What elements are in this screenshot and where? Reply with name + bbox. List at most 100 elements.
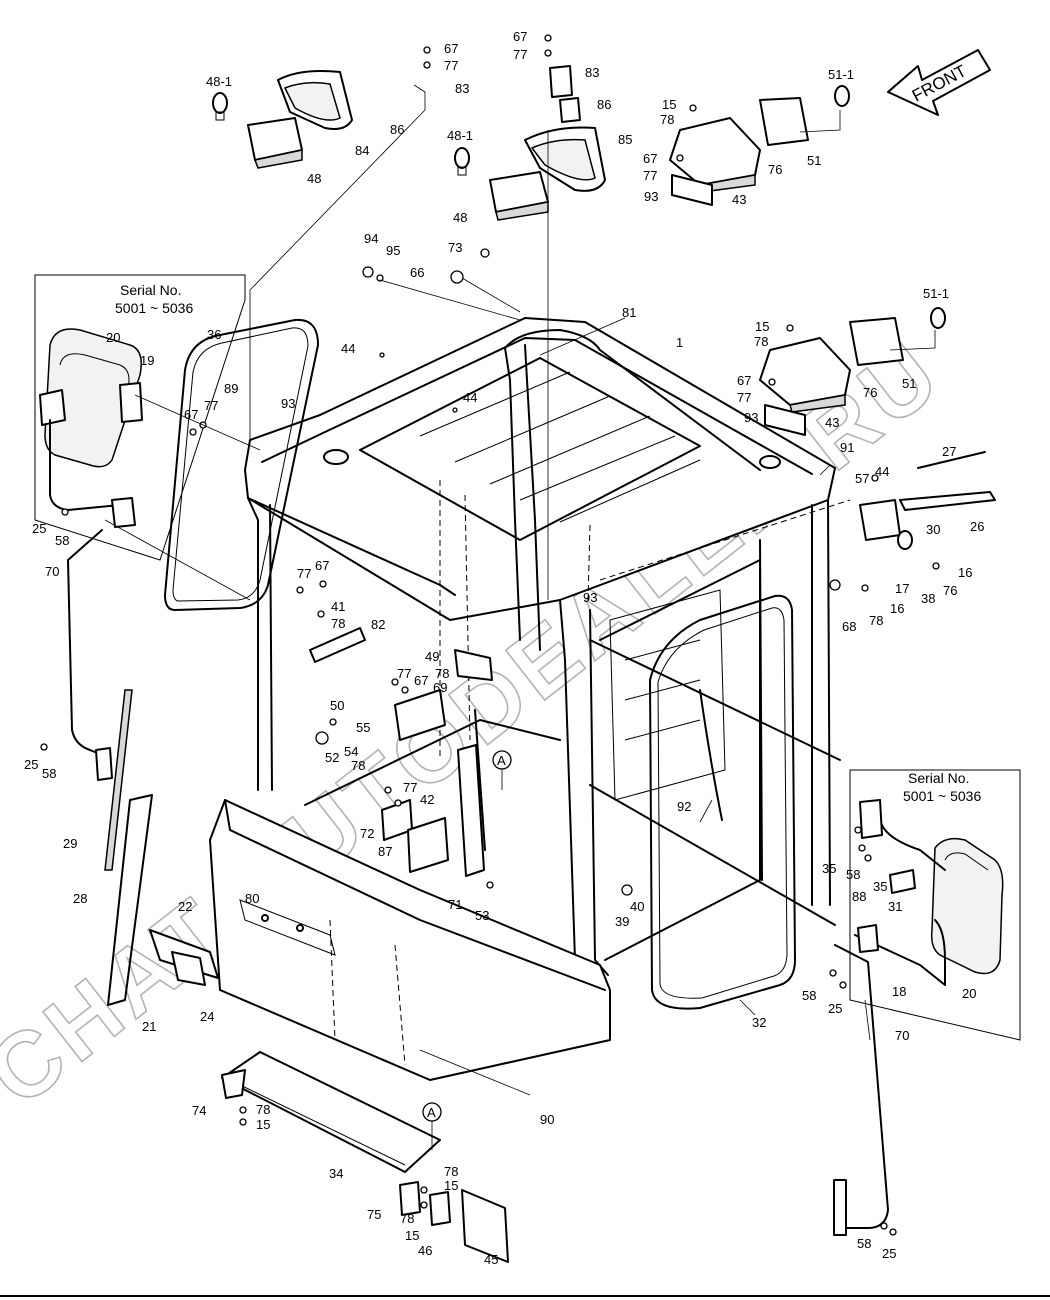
callout: 35 <box>822 861 836 876</box>
callout: 76 <box>863 385 877 400</box>
callout: 50 <box>330 698 344 713</box>
callout: 58 <box>802 988 816 1003</box>
callout: 15 <box>662 97 676 112</box>
callout: 67 <box>414 673 428 688</box>
callout: 67 <box>737 373 751 388</box>
callout: 87 <box>378 844 392 859</box>
callout: 86 <box>597 97 611 112</box>
callout: 1 <box>676 335 683 350</box>
callout: 78 <box>256 1102 270 1117</box>
callout: 20 <box>962 986 976 1001</box>
callout: 25 <box>882 1246 896 1261</box>
callout: 66 <box>410 265 424 280</box>
callout: 77 <box>204 398 218 413</box>
callout: 41 <box>331 599 345 614</box>
callout: 95 <box>386 243 400 258</box>
leader-lines <box>104 84 936 1096</box>
callout: 77 <box>403 780 417 795</box>
callout: 67 <box>184 407 198 422</box>
callout: 70 <box>45 564 59 579</box>
cab-frame <box>209 317 851 1081</box>
callout: 71 <box>448 897 462 912</box>
serial-note-right-line1: Serial No. <box>908 770 969 786</box>
callout: 35 <box>873 879 887 894</box>
callout: 16 <box>958 565 972 580</box>
callout: 77 <box>513 47 527 62</box>
callout: 40 <box>630 899 644 914</box>
callout: 58 <box>846 867 860 882</box>
serial-frame-left <box>34 274 246 561</box>
serial-note-left-line2: 5001 ~ 5036 <box>115 300 193 316</box>
callout: 78 <box>869 613 883 628</box>
callout: 48 <box>453 210 467 225</box>
front-wiper <box>104 689 219 1006</box>
callout: 48-1 <box>447 128 473 143</box>
callout: 94 <box>364 231 378 246</box>
callout: 81 <box>622 305 636 320</box>
callout: 57 <box>855 471 869 486</box>
callout: 77 <box>737 390 751 405</box>
callout: 77 <box>643 168 657 183</box>
callout: 52 <box>325 750 339 765</box>
work-light-left <box>212 70 353 169</box>
callout: 30 <box>926 522 940 537</box>
callout: 26 <box>970 519 984 534</box>
callout: 19 <box>140 353 154 368</box>
callout: 78 <box>660 112 674 127</box>
callout: 27 <box>942 444 956 459</box>
callout: 51-1 <box>923 286 949 301</box>
callout: 78 <box>400 1211 414 1226</box>
callout: 68 <box>842 619 856 634</box>
callout: 43 <box>732 192 746 207</box>
bolts <box>40 34 940 1236</box>
callout: 67 <box>643 151 657 166</box>
callout: 75 <box>367 1207 381 1222</box>
callout: 82 <box>371 617 385 632</box>
callout: 93 <box>644 189 658 204</box>
callout: 58 <box>857 1236 871 1251</box>
callout: 54 <box>344 744 358 759</box>
callout: 89 <box>224 381 238 396</box>
callout: 83 <box>585 65 599 80</box>
callout: 48-1 <box>206 74 232 89</box>
callout: 92 <box>677 799 691 814</box>
callout: 67 <box>444 41 458 56</box>
callout: 69 <box>433 680 447 695</box>
callout: 78 <box>351 758 365 773</box>
wire-harness <box>504 329 761 471</box>
callout: 36 <box>207 327 221 342</box>
detail-marker-upper-label: A <box>497 753 506 768</box>
callout: 78 <box>435 666 449 681</box>
callout: 20 <box>106 330 120 345</box>
callout: 72 <box>360 826 374 841</box>
handrail-right <box>834 944 889 1229</box>
rear-wiper <box>859 451 996 550</box>
callout: 42 <box>420 792 434 807</box>
callout: 38 <box>921 591 935 606</box>
callout: 46 <box>418 1243 432 1258</box>
callout: 15 <box>755 319 769 334</box>
handrail-left <box>67 529 103 756</box>
callout: 73 <box>448 240 462 255</box>
callout: 70 <box>895 1028 909 1043</box>
callout: 77 <box>297 566 311 581</box>
rear-light-lower <box>759 307 946 436</box>
serial-frame-right <box>849 769 1021 1041</box>
detail-marker-lower-label: A <box>427 1105 436 1120</box>
callout: 15 <box>405 1228 419 1243</box>
callout: 77 <box>444 58 458 73</box>
callout: 29 <box>63 836 77 851</box>
callout: 55 <box>356 720 370 735</box>
callout: 67 <box>513 29 527 44</box>
callout: 84 <box>355 143 369 158</box>
callout: 49 <box>425 649 439 664</box>
callout: 51-1 <box>828 67 854 82</box>
callout: 43 <box>825 415 839 430</box>
window-seal <box>164 318 319 611</box>
callout: 88 <box>852 889 866 904</box>
callout: 32 <box>752 1015 766 1030</box>
callout: 74 <box>192 1103 206 1118</box>
callout: 78 <box>331 616 345 631</box>
callout: 86 <box>390 122 404 137</box>
front-arrow-icon: FRONT <box>887 49 991 116</box>
